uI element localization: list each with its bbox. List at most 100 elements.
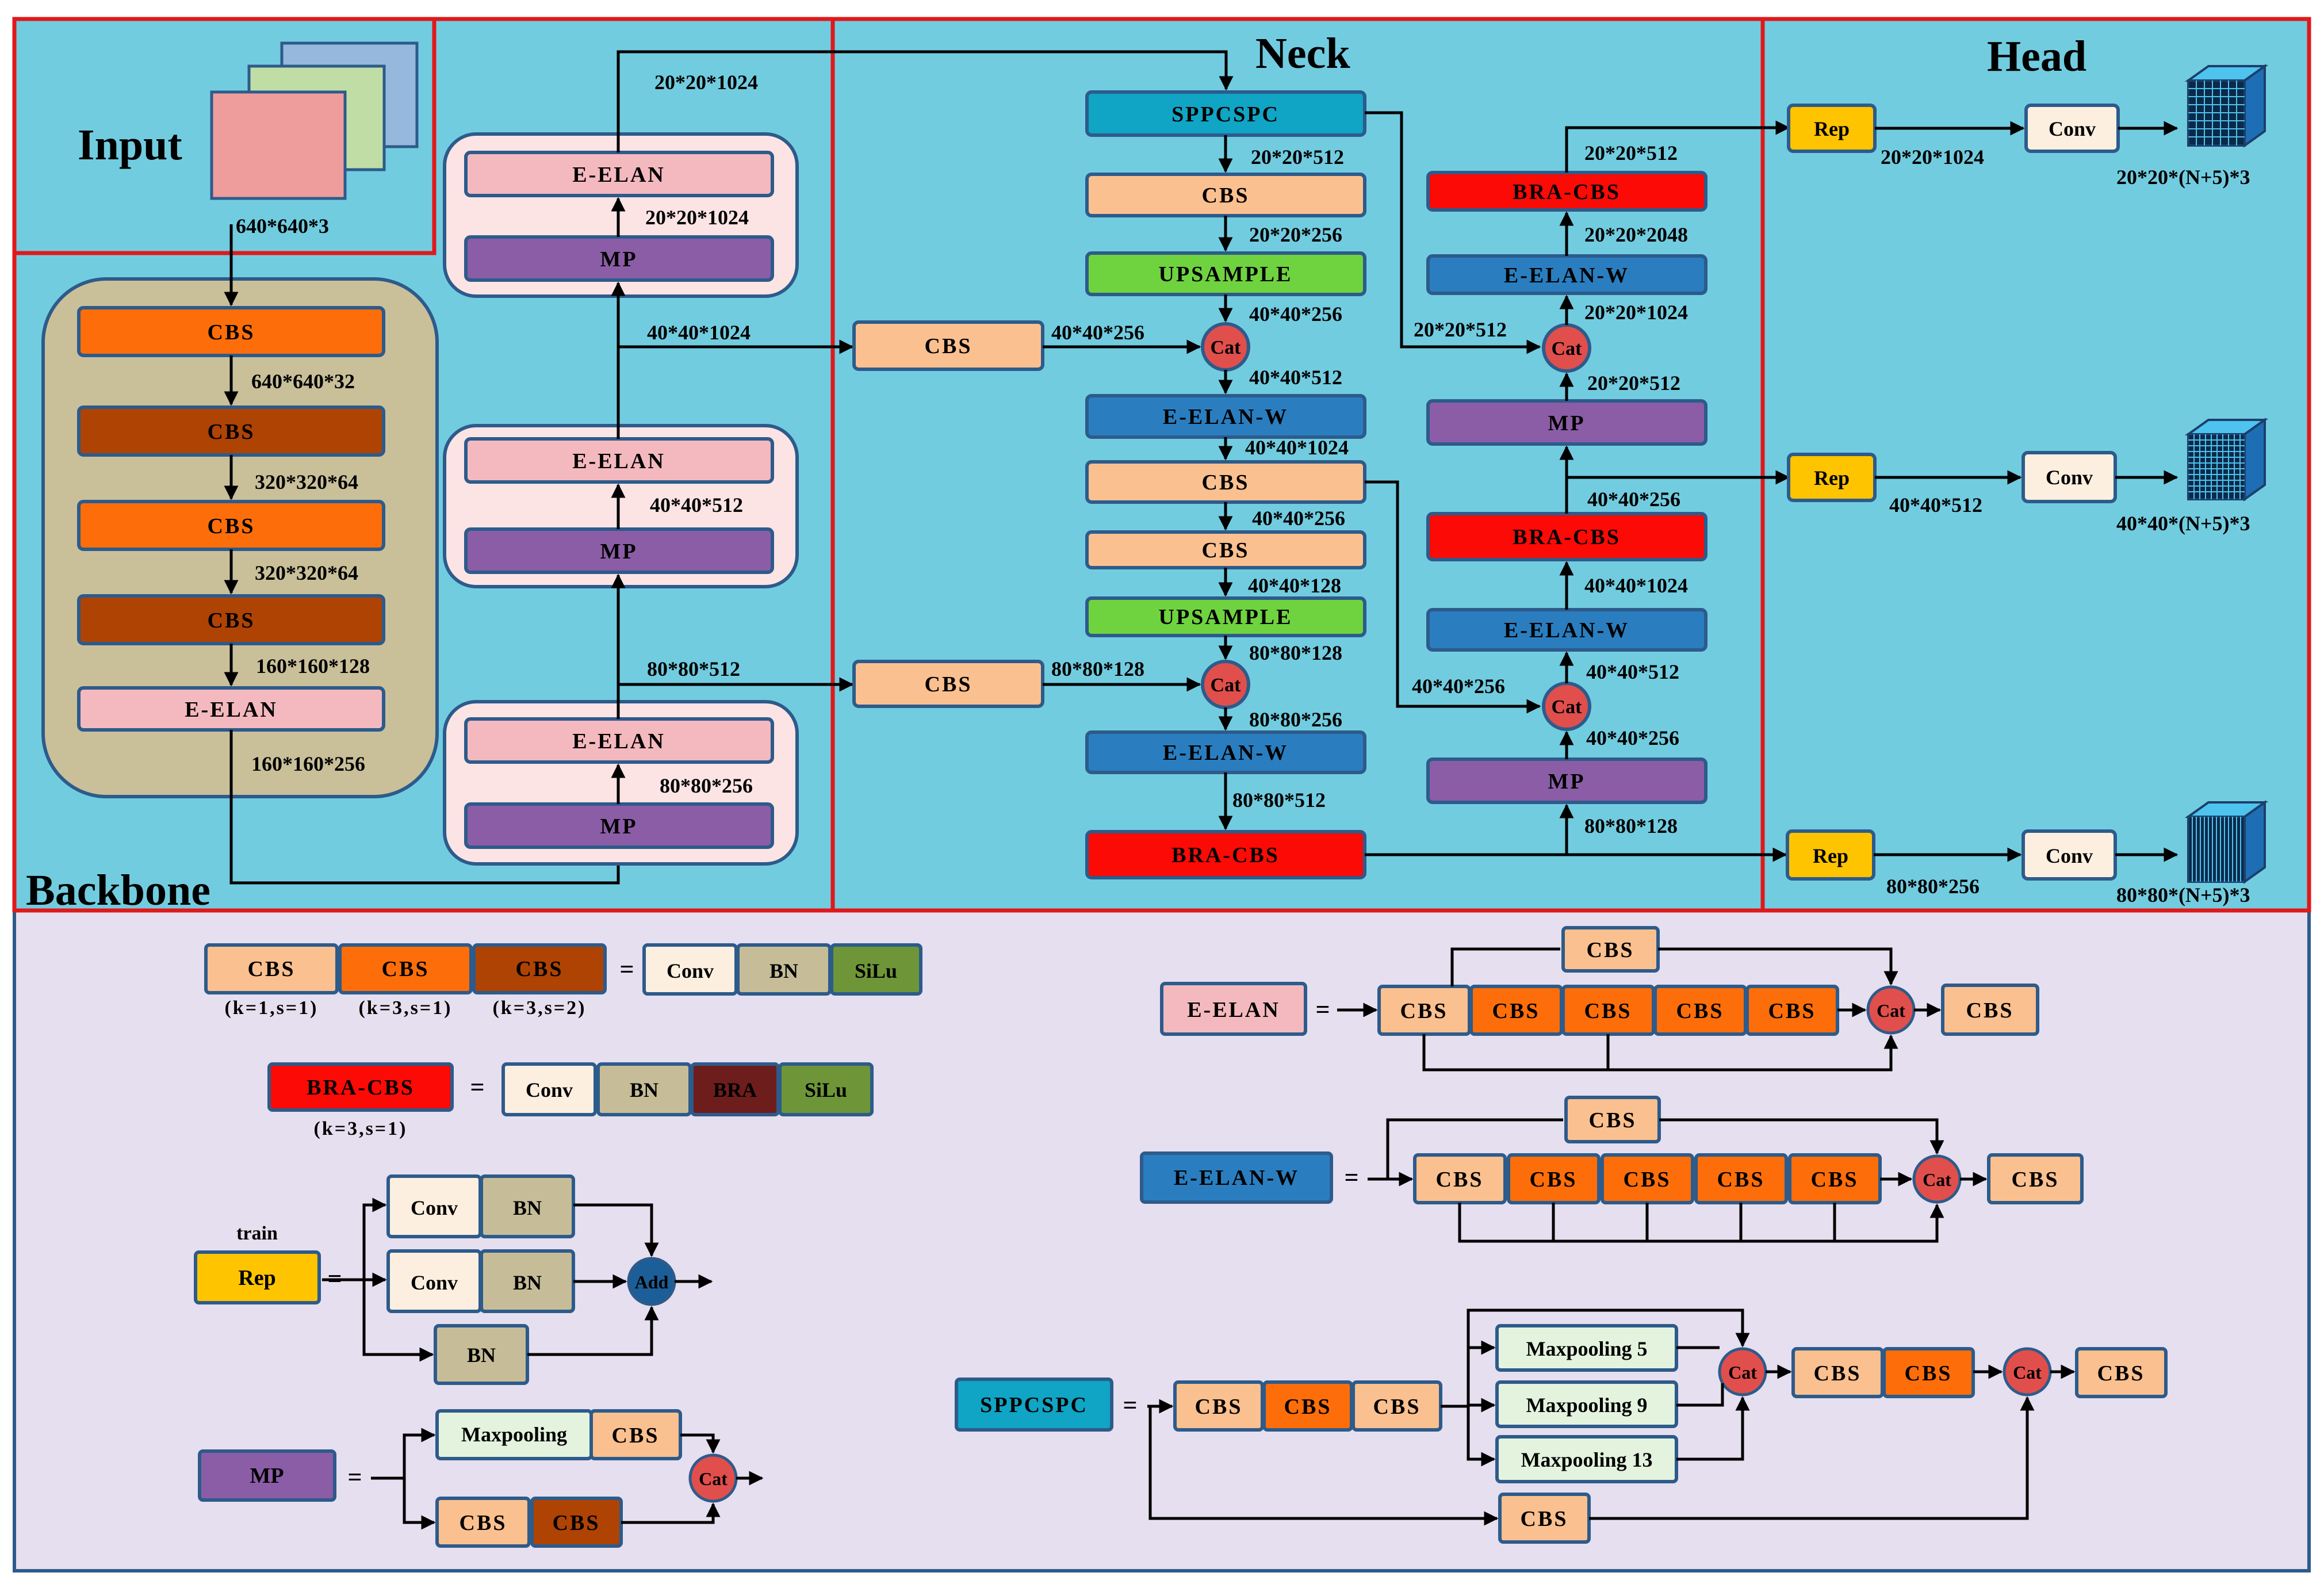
svg-text:CBS: CBS xyxy=(516,957,564,981)
legend-cbs-silu: SiLu xyxy=(830,943,922,996)
head-dim-out3: 80*80*(N+5)*3 xyxy=(2116,883,2250,906)
svg-text:Maxpooling 9: Maxpooling 9 xyxy=(1526,1394,1647,1417)
legend-rep-conv-2: Conv xyxy=(386,1249,482,1313)
bb-dim-2: 320*320*64 xyxy=(255,470,358,493)
neck-sppcspc: SPPCSPC xyxy=(1085,90,1366,137)
backbone-cbs-3: CBS xyxy=(77,500,385,551)
legend-mp-cbs-a: CBS xyxy=(435,1497,531,1548)
backbone-cbs-2: CBS xyxy=(77,405,385,457)
svg-text:CBS: CBS xyxy=(1521,1507,1568,1531)
legend-add: Add xyxy=(627,1257,676,1306)
right-dim-1: 20*20*512 xyxy=(1584,141,1678,164)
svg-text:CBS: CBS xyxy=(1400,999,1448,1023)
svg-text:CBS: CBS xyxy=(1373,1395,1421,1419)
svg-text:CBS: CBS xyxy=(1768,999,1816,1023)
svg-text:CBS: CBS xyxy=(208,420,255,444)
svg-text:CBS: CBS xyxy=(1492,999,1540,1023)
svg-text:E-ELAN: E-ELAN xyxy=(572,449,665,473)
legend-mp: MP xyxy=(198,1449,336,1502)
neck-title: Neck xyxy=(1255,29,1350,78)
legend-rep-bn-2: BN xyxy=(480,1249,575,1313)
head-conv-3: Conv xyxy=(2021,829,2117,881)
svg-text:Rep: Rep xyxy=(238,1266,275,1290)
svg-text:BN: BN xyxy=(467,1344,496,1367)
legend-e-elan-arrows xyxy=(1337,947,1942,1072)
neck-cat-a: Cat xyxy=(1201,322,1250,372)
svg-text:MP: MP xyxy=(250,1464,284,1488)
mid-e-elan-top: E-ELAN xyxy=(464,151,774,197)
svg-text:CBS: CBS xyxy=(460,1511,507,1535)
legend-e-elan: E-ELAN xyxy=(1160,982,1307,1036)
right-dim-5: 20*20*512 xyxy=(1587,372,1680,395)
svg-text:CBS: CBS xyxy=(612,1424,660,1448)
neck-e-elan-w-a: E-ELAN-W xyxy=(1085,394,1366,439)
svg-text:E-ELAN: E-ELAN xyxy=(572,163,665,187)
svg-text:CBS: CBS xyxy=(553,1511,600,1535)
neck-upsample-a: UPSAMPLE xyxy=(1085,251,1366,296)
svg-text:BRA: BRA xyxy=(713,1078,757,1101)
neck-dim-4: 40*40*512 xyxy=(1249,366,1342,389)
svg-text:CBS: CBS xyxy=(382,957,430,981)
svg-text:E-ELAN-W: E-ELAN-W xyxy=(1174,1166,1299,1190)
output-grid-icon-1 xyxy=(2184,64,2269,148)
legend-eq-e-elan: = xyxy=(1315,996,1330,1024)
svg-text:MP: MP xyxy=(600,247,637,271)
svg-text:Conv: Conv xyxy=(411,1271,458,1294)
mid-dim-elan40: 40*40*512 xyxy=(650,493,743,516)
legend-cbs-light: CBS xyxy=(204,943,339,994)
right-dim-7: 40*40*1024 xyxy=(1584,574,1688,597)
right-dim-9: 40*40*256 xyxy=(1412,675,1505,698)
svg-text:Conv: Conv xyxy=(411,1196,458,1219)
neck-cbs-40: CBS xyxy=(852,320,1044,371)
legend-train: train xyxy=(236,1223,278,1244)
svg-text:Cat: Cat xyxy=(1211,337,1242,358)
legend-e-elan-w: E-ELAN-W xyxy=(1140,1151,1333,1204)
legend-eq-cbs: = xyxy=(619,955,634,984)
legend-k1: (k=1,s=1) xyxy=(224,997,318,1019)
legend-mp-cbs-top: CBS xyxy=(589,1409,682,1460)
svg-text:E-ELAN-W: E-ELAN-W xyxy=(1504,263,1629,288)
svg-text:Cat: Cat xyxy=(1728,1362,1757,1383)
bb-dim-5: 160*160*256 xyxy=(251,752,365,775)
svg-text:CBS: CBS xyxy=(208,514,255,538)
mid-e-elan-bottom: E-ELAN xyxy=(464,717,774,764)
legend-rep-bn-3: BN xyxy=(434,1324,529,1385)
svg-text:MP: MP xyxy=(600,814,637,839)
svg-text:Conv: Conv xyxy=(667,959,714,982)
legend-eq-mp: = xyxy=(347,1463,362,1491)
backbone-cbs-1: CBS xyxy=(77,306,385,357)
legend-sppcspc-arrows xyxy=(1147,1308,2076,1526)
svg-text:BN: BN xyxy=(630,1078,658,1101)
neck-dim-8: 80*80*128 xyxy=(1249,641,1342,664)
svg-text:CBS: CBS xyxy=(208,320,255,345)
head-rep-2: Rep xyxy=(1787,453,1877,502)
svg-text:CBS: CBS xyxy=(1966,998,2014,1023)
legend-mp-cat: Cat xyxy=(688,1453,738,1503)
svg-text:CBS: CBS xyxy=(1814,1361,1862,1386)
svg-text:CBS: CBS xyxy=(1589,1108,1637,1132)
legend-sppcspc: SPPCSPC xyxy=(955,1378,1113,1432)
legend-cbs-bn: BN xyxy=(736,943,832,996)
svg-text:CBS: CBS xyxy=(1717,1168,1765,1192)
neck-bra-cbs-a: BRA-CBS xyxy=(1085,830,1366,879)
svg-text:CBS: CBS xyxy=(1624,1168,1671,1192)
legend-sppcspc-blocks: CBS CBS CBS Maxpooling 5 Maxpooling 9 Ma… xyxy=(1173,1324,2168,1544)
neck-bra-cbs-mid: BRA-CBS xyxy=(1426,512,1707,561)
svg-text:Cat: Cat xyxy=(2013,1362,2042,1383)
legend-eq-e-elan-w: = xyxy=(1344,1164,1358,1192)
svg-text:Conv: Conv xyxy=(2049,117,2096,140)
right-dim-4: 20*20*512 xyxy=(1414,318,1507,341)
legend-rep-bn-1: BN xyxy=(480,1174,575,1238)
head-dim-out1: 20*20*(N+5)*3 xyxy=(2116,166,2250,189)
svg-text:CBS: CBS xyxy=(1587,938,1634,962)
mid-dim-mp-top: 20*20*1024 xyxy=(645,206,749,229)
svg-text:Cat: Cat xyxy=(699,1468,728,1489)
svg-text:UPSAMPLE: UPSAMPLE xyxy=(1159,605,1293,629)
legend-bra-bra: BRA xyxy=(690,1062,780,1116)
backbone-e-elan: E-ELAN xyxy=(77,686,385,732)
legend-bra-silu: SiLu xyxy=(778,1062,874,1116)
neck-cbs-c: CBS xyxy=(1085,530,1366,569)
mid-dim-40: 40*40*1024 xyxy=(647,321,751,344)
svg-text:E-ELAN: E-ELAN xyxy=(185,698,278,722)
